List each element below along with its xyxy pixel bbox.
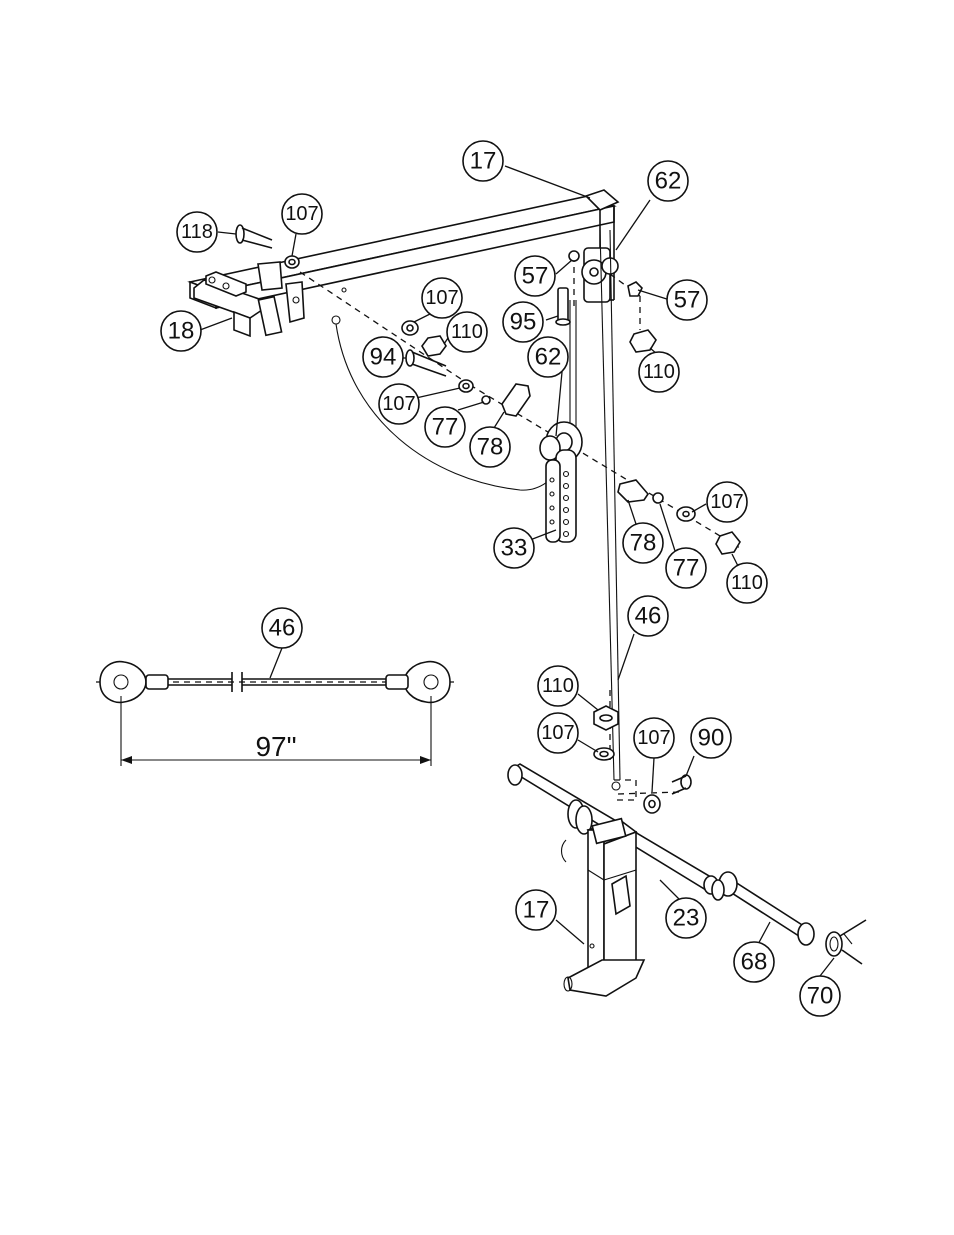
svg-text:46: 46 [635, 603, 662, 630]
svg-text:17: 17 [523, 897, 550, 924]
main-cable [599, 229, 615, 781]
callout-18: 18 [160, 310, 202, 352]
callout-33: 33 [493, 527, 535, 569]
callout-110-d: 110 [537, 665, 579, 707]
callout-110-c: 110 [726, 562, 768, 604]
callout-90: 90 [690, 717, 732, 759]
callout-62-mid: 62 [527, 336, 569, 378]
callout-107-d: 107 [706, 481, 748, 523]
svg-text:118: 118 [181, 221, 213, 243]
svg-text:110: 110 [731, 572, 763, 594]
svg-text:90: 90 [698, 725, 725, 752]
svg-text:68: 68 [741, 949, 768, 976]
svg-text:110: 110 [542, 675, 574, 697]
svg-text:107: 107 [285, 203, 318, 225]
svg-text:57: 57 [522, 263, 549, 290]
callout-17-top: 17 [462, 140, 504, 182]
callout-110-b: 110 [638, 351, 680, 393]
svg-text:107: 107 [425, 287, 458, 309]
callout-70: 70 [799, 975, 841, 1017]
svg-text:33: 33 [501, 535, 528, 562]
svg-text:95: 95 [510, 309, 537, 336]
callout-107-c: 107 [378, 383, 420, 425]
callout-110-a: 110 [446, 311, 488, 353]
callout-78-a: 78 [469, 426, 511, 468]
svg-text:77: 77 [432, 414, 459, 441]
svg-text:77: 77 [673, 555, 700, 582]
svg-text:110: 110 [643, 361, 675, 383]
svg-text:78: 78 [477, 434, 504, 461]
lower-assembly [507, 705, 867, 997]
callout-77-b: 77 [665, 547, 707, 589]
callout-95: 95 [502, 301, 544, 343]
svg-text:70: 70 [807, 983, 834, 1010]
svg-text:107: 107 [541, 722, 574, 744]
selector-holes [549, 470, 570, 538]
svg-text:57: 57 [674, 287, 701, 314]
callout-94: 94 [362, 336, 404, 378]
callout-46-detail: 46 [261, 607, 303, 649]
svg-text:94: 94 [370, 344, 397, 371]
svg-text:62: 62 [535, 344, 562, 371]
callout-77-a: 77 [424, 406, 466, 448]
callout-118: 118 [176, 211, 218, 253]
callout-107-b: 107 [421, 277, 463, 319]
callout-57-a: 57 [514, 255, 556, 297]
upper-hardware [235, 224, 657, 417]
callout-17-bottom: 17 [515, 889, 557, 931]
callout-68: 68 [733, 941, 775, 983]
svg-text:107: 107 [382, 393, 415, 415]
svg-text:17: 17 [470, 148, 497, 175]
cable-length-label: 97" [255, 731, 296, 762]
callout-46-right: 46 [627, 595, 669, 637]
svg-text:62: 62 [655, 168, 682, 195]
svg-text:23: 23 [673, 905, 700, 932]
callout-62-top: 62 [647, 160, 689, 202]
svg-text:46: 46 [269, 615, 296, 642]
svg-text:107: 107 [637, 727, 670, 749]
cable-detail-drawing: 97" [96, 660, 456, 766]
svg-text:107: 107 [710, 491, 743, 513]
svg-text:18: 18 [168, 318, 195, 345]
selector-pulley-assembly [539, 300, 741, 555]
callout-107-f: 107 [633, 717, 675, 759]
callout-23: 23 [665, 897, 707, 939]
part-callouts: 17 62 118 107 18 57 95 107 [160, 140, 841, 1017]
callout-107-a: 107 [281, 193, 323, 235]
callout-57-b: 57 [666, 279, 708, 321]
callout-78-b: 78 [622, 522, 664, 564]
callout-107-e: 107 [537, 712, 579, 754]
svg-text:78: 78 [630, 530, 657, 557]
svg-text:110: 110 [451, 321, 483, 343]
